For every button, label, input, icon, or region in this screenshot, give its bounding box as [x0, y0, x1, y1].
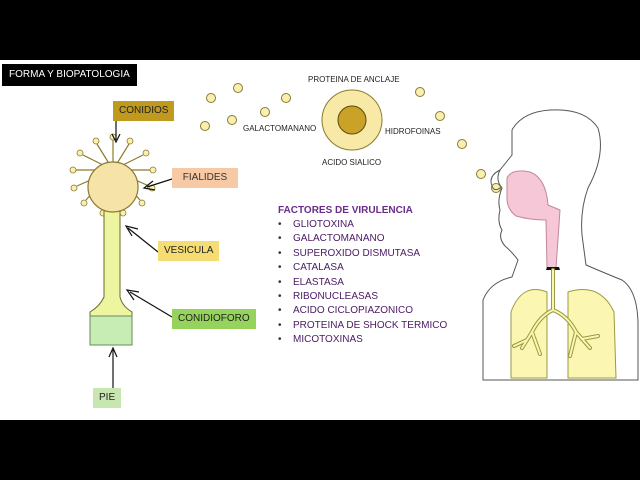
conidium-label-right: HIDROFOINAS — [385, 127, 441, 136]
diagram-illustration — [69, 83, 639, 388]
aspergillus-structure — [69, 133, 157, 346]
conidium-label-bottom: ACIDO SIALICO — [322, 158, 382, 167]
virulence-item: ACIDO CICLOPIAZONICO — [278, 304, 447, 319]
virulence-item: PROTEINA DE SHOCK TERMICO — [278, 319, 447, 334]
virulence-list: GLIOTOXINA GALACTOMANANO SUPEROXIDO DISM… — [278, 218, 447, 348]
slide-canvas: FORMA Y BIOPATOLOGIA CONIDIOS FIALIDES V… — [0, 60, 640, 420]
virulence-item: GALACTOMANANO — [278, 232, 447, 247]
conidium-structure — [321, 89, 383, 151]
label-vesicula: VESICULA — [158, 241, 220, 261]
virulence-item: GLIOTOXINA — [278, 218, 447, 233]
virulence-item: RIBONUCLEASAS — [278, 290, 447, 305]
conidium-label-top: PROTEINA DE ANCLAJE — [308, 75, 400, 84]
virulence-factors-panel: FACTORES DE VIRULENCIA GLIOTOXINA GALACT… — [278, 205, 447, 348]
airborne-conidia — [200, 83, 501, 193]
label-fialides: FIALIDES — [172, 168, 238, 188]
label-conidioforo: CONIDIOFORO — [172, 309, 256, 329]
virulence-item: SUPEROXIDO DISMUTASA — [278, 247, 447, 262]
virulence-item: ELASTASA — [278, 276, 447, 291]
label-pie: PIE — [93, 388, 122, 408]
virulence-heading: FACTORES DE VIRULENCIA — [278, 205, 413, 216]
virulence-item: CATALASA — [278, 261, 447, 276]
virulence-item: MICOTOXINAS — [278, 333, 447, 348]
conidium-label-left: GALACTOMANANO — [243, 124, 317, 133]
human-airway-illustration — [482, 109, 639, 381]
label-conidios: CONIDIOS — [113, 101, 175, 121]
section-title: FORMA Y BIOPATOLOGIA — [2, 64, 137, 86]
